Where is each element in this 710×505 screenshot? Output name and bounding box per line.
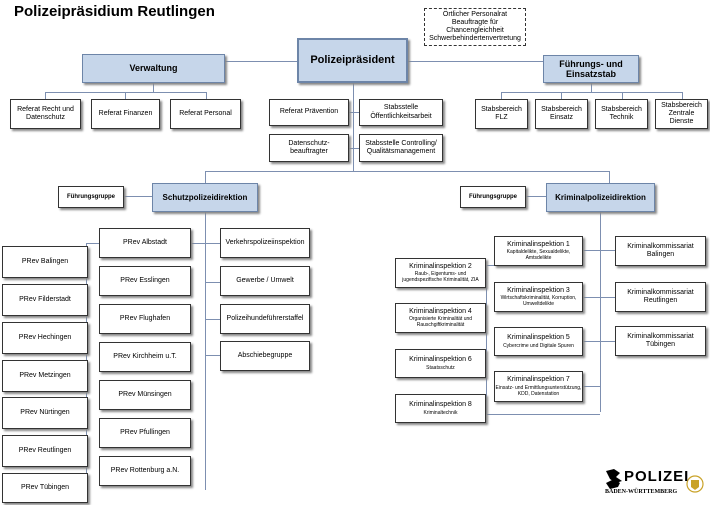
- ki-sub: Einsatz- und Ermittlungsunterstützung, K…: [495, 384, 582, 397]
- kriminalinspektion-3-box[interactable]: Kriminalinspektion 3 Wirtschaftskriminal…: [494, 282, 583, 312]
- kriminalinspektion-1-box[interactable]: Kriminalinspektion 1 Kapitaldelikte, Sex…: [494, 236, 583, 266]
- stabsbereich-einsatz-box[interactable]: Stabsbereich Einsatz: [535, 99, 588, 129]
- abschiebegruppe-box[interactable]: Abschiebegruppe: [220, 341, 310, 371]
- ki-name: Kriminalinspektion 2: [409, 262, 472, 270]
- gewerbe-umwelt-box[interactable]: Gewerbe / Umwelt: [220, 266, 310, 296]
- prev-reutlingen-box[interactable]: PRev Reutlingen: [2, 435, 88, 467]
- stabsbereich-flz-box[interactable]: Stabsbereich FLZ: [475, 99, 528, 129]
- referat-personal-box[interactable]: Referat Personal: [170, 99, 241, 129]
- kk-balingen-box[interactable]: Kriminalkommissariat Balingen: [615, 236, 706, 266]
- verwaltung-box[interactable]: Verwaltung: [82, 54, 225, 83]
- prev-rottenburg-box[interactable]: PRev Rottenburg a.N.: [99, 456, 191, 486]
- prev-nuertingen-box[interactable]: PRev Nürtingen: [2, 397, 88, 429]
- referat-praevention-box[interactable]: Referat Prävention: [269, 99, 349, 126]
- ki-name: Kriminalinspektion 4: [409, 307, 472, 315]
- page-title: Polizeipräsidium Reutlingen: [14, 3, 215, 20]
- kripo-fuehrungsgruppe-box[interactable]: Führungsgruppe: [460, 186, 526, 208]
- kk-tuebingen-box[interactable]: Kriminalkommissariat Tübingen: [615, 326, 706, 356]
- ki-name: Kriminalinspektion 7: [507, 376, 570, 384]
- prev-pfullingen-box[interactable]: PRev Pfullingen: [99, 418, 191, 448]
- lion-emblem-icon: [606, 469, 704, 493]
- stabsbereich-technik-box[interactable]: Stabsbereich Technik: [595, 99, 648, 129]
- prev-balingen-box[interactable]: PRev Balingen: [2, 246, 88, 278]
- ki-sub: Raub-, Eigentums- und jugendspezifische …: [402, 271, 479, 284]
- kriminalinspektion-4-box[interactable]: Kriminalinspektion 4 Organisierte Krimin…: [395, 303, 486, 333]
- ki-sub: Kriminaltechnik: [423, 409, 458, 416]
- ki-sub: Staatsschutz: [426, 364, 455, 371]
- schutzpolizeidirektion-box[interactable]: Schutzpolizeidirektion: [152, 183, 258, 212]
- kriminalinspektion-5-box[interactable]: Kriminalinspektion 5 Cybercrime und Digi…: [494, 327, 583, 356]
- prev-muensingen-box[interactable]: PRev Münsingen: [99, 380, 191, 410]
- ki-name: Kriminalinspektion 3: [507, 286, 570, 294]
- controlling-box[interactable]: Stabsstelle Controlling/ Qualitätsmanage…: [359, 134, 443, 162]
- kriminalpolizeidirektion-box[interactable]: Kriminalpolizeidirektion: [546, 183, 655, 212]
- prev-metzingen-box[interactable]: PRev Metzingen: [2, 360, 88, 392]
- prev-hechingen-box[interactable]: PRev Hechingen: [2, 322, 88, 354]
- praesident-box[interactable]: Polizeipräsident: [297, 38, 408, 83]
- kk-reutlingen-box[interactable]: Kriminalkommissariat Reutlingen: [615, 282, 706, 312]
- kriminalinspektion-2-box[interactable]: Kriminalinspektion 2 Raub-, Eigentums- u…: [395, 258, 486, 288]
- stabsbereich-zentrale-dienste-box[interactable]: Stabsbereich Zentrale Dienste: [655, 99, 708, 129]
- ki-name: Kriminalinspektion 8: [409, 401, 472, 409]
- datenschutz-box[interactable]: Datenschutz-beauftragter: [269, 134, 349, 162]
- ki-name: Kriminalinspektion 5: [507, 334, 570, 342]
- kriminalinspektion-8-box[interactable]: Kriminalinspektion 8 Kriminaltechnik: [395, 394, 486, 423]
- ki-sub: Kapitaldelikte, Sexualdelikte, Amtsdelik…: [506, 249, 571, 262]
- logo-region: BADEN-WÜRTTEMBERG: [605, 489, 678, 495]
- verkehrspolizeiinspektion-box[interactable]: Verkehrspolizeiinspektion: [220, 228, 310, 258]
- ki-sub: Wirtschaftskriminalität, Korruption, Umw…: [500, 295, 577, 308]
- logo-text: POLIZEI: [624, 468, 690, 485]
- oeffentlichkeitsarbeit-box[interactable]: Stabsstelle Öffentlichkeitsarbeit: [359, 99, 443, 126]
- ki-name: Kriminalinspektion 1: [507, 240, 570, 248]
- personalrat-note: Örtlicher Personalrat Beauftragte für Ch…: [424, 8, 526, 46]
- prev-tuebingen-box[interactable]: PRev Tübingen: [2, 473, 88, 503]
- prev-filderstadt-box[interactable]: PRev Filderstadt: [2, 284, 88, 316]
- ki-sub: Cybercrime und Digitale Spuren: [503, 342, 574, 349]
- ki-sub: Organisierte Kriminalität und Rauschgift…: [408, 316, 473, 329]
- kriminalinspektion-7-box[interactable]: Kriminalinspektion 7 Einsatz- und Ermitt…: [494, 371, 583, 402]
- kriminalinspektion-6-box[interactable]: Kriminalinspektion 6 Staatsschutz: [395, 349, 486, 378]
- polizeihundefuehrerstaffel-box[interactable]: Polizeihundeführerstaffel: [220, 304, 310, 334]
- polizei-logo: POLIZEI BADEN-WÜRTTEMBERG: [604, 467, 704, 501]
- fuehrungsstab-box[interactable]: Führungs- und Einsatzstab: [543, 55, 639, 83]
- schutz-fuehrungsgruppe-box[interactable]: Führungsgruppe: [58, 186, 124, 208]
- ki-name: Kriminalinspektion 6: [409, 356, 472, 364]
- prev-flughafen-box[interactable]: PRev Flughafen: [99, 304, 191, 334]
- referat-recht-box[interactable]: Referat Recht und Datenschutz: [10, 99, 81, 129]
- prev-albstadt-box[interactable]: PRev Albstadt: [99, 228, 191, 258]
- prev-kirchheim-box[interactable]: PRev Kirchheim u.T.: [99, 342, 191, 372]
- prev-esslingen-box[interactable]: PRev Esslingen: [99, 266, 191, 296]
- referat-finanzen-box[interactable]: Referat Finanzen: [91, 99, 160, 129]
